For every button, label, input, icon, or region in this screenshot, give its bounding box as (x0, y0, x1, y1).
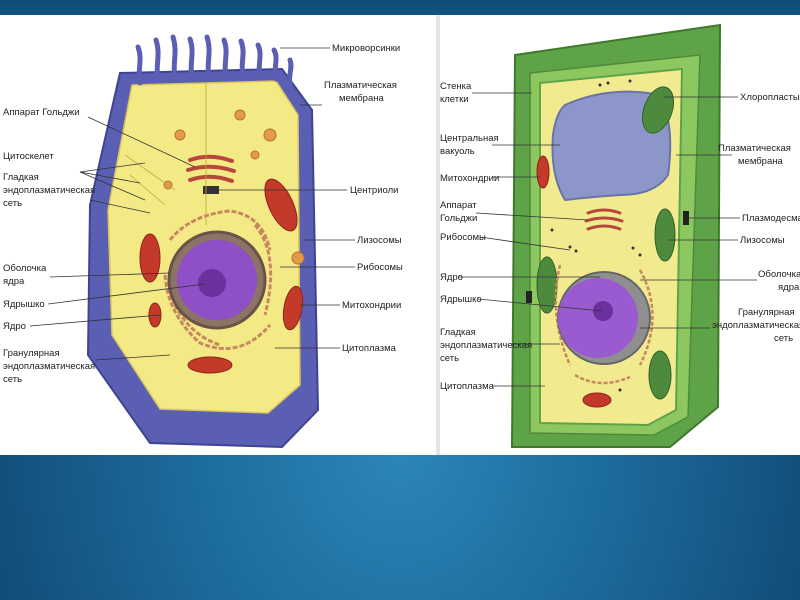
label-plasmodesma: Плазмодесма (742, 213, 800, 224)
label-mitochondria: Митохондрии (342, 300, 401, 311)
label-plant-golgi-line1: Аппарат (440, 200, 477, 211)
plant-nucleolus (593, 301, 613, 321)
cell-diagram: Микроворсинки Плазматическая мембрана Ап… (0, 15, 800, 455)
label-plant-cytoplasm: Цитоплазма (440, 381, 495, 392)
animal-centriole (203, 186, 219, 194)
label-vacuole-line2: вакуоль (440, 146, 475, 157)
animal-cell (88, 37, 318, 447)
label-envelope-line2: ядра (3, 276, 25, 287)
label-plant-membrane-line1: Плазматическая (718, 143, 791, 154)
label-wall-line2: клетки (440, 94, 469, 105)
label-plant-smooth-er-line2: эндоплазматическая (440, 340, 532, 351)
label-rough-er-line2: эндоплазматическая (3, 361, 95, 372)
label-plant-envelope-line2: ядра (778, 282, 800, 293)
label-envelope-line1: Оболочка (3, 263, 47, 274)
label-plant-nucleus: Ядро (440, 272, 463, 283)
label-plant-lysosomes: Лизосомы (740, 235, 785, 246)
label-nucleus: Ядро (3, 321, 26, 332)
label-nucleolus: Ядрышко (3, 299, 45, 310)
animal-nucleolus (198, 269, 226, 297)
label-membrane-line2: мембрана (339, 93, 384, 104)
label-centrioles: Центриоли (350, 185, 398, 196)
label-smooth-er-line1: Гладкая (3, 172, 39, 183)
label-plant-mitochondria: Митохондрии (440, 173, 499, 184)
label-rough-er-line1: Гранулярная (3, 348, 60, 359)
label-lysosomes: Лизосомы (357, 235, 402, 246)
label-plant-envelope-line1: Оболочка (758, 269, 800, 280)
label-membrane-line1: Плазматическая (324, 80, 397, 91)
plant-plasmodesma-2 (526, 291, 532, 303)
label-vacuole-line1: Центральная (440, 133, 499, 144)
plant-cell (512, 25, 720, 447)
label-ribosomes: Рибосомы (357, 262, 403, 273)
label-wall-line1: Стенка (440, 81, 472, 92)
label-plant-smooth-er-line1: Гладкая (440, 327, 476, 338)
label-plant-ribosomes: Рибосомы (440, 232, 486, 243)
label-plant-membrane-line2: мембрана (738, 156, 783, 167)
label-plant-rough-er-line2: эндоплазматическая (712, 320, 800, 331)
label-smooth-er-line3: сеть (3, 198, 22, 209)
label-plant-rough-er-line3: сеть (774, 333, 793, 344)
label-cytoplasm: Цитоплазма (342, 343, 397, 354)
label-golgi: Аппарат Гольджи (3, 107, 80, 118)
label-plant-smooth-er-line3: сеть (440, 353, 459, 364)
slide-image: Микроворсинки Плазматическая мембрана Ап… (0, 15, 800, 455)
label-chloroplasts: Хлоропласты (740, 92, 800, 103)
label-rough-er-line3: сеть (3, 374, 22, 385)
label-plant-golgi-line2: Гольджи (440, 213, 477, 224)
label-plant-rough-er-line1: Гранулярная (738, 307, 795, 318)
label-plant-nucleolus: Ядрышко (440, 294, 482, 305)
label-microvilli: Микроворсинки (332, 43, 400, 54)
label-smooth-er-line2: эндоплазматическая (3, 185, 95, 196)
label-cytoskeleton: Цитоскелет (3, 151, 54, 162)
